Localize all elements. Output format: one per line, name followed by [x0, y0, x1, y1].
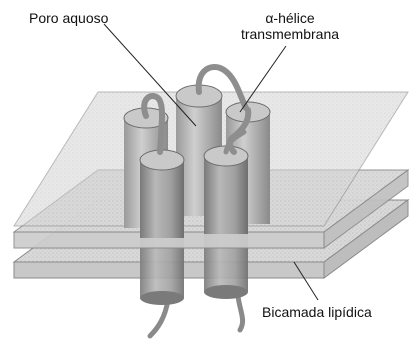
label-aqueous-pore: Poro aquoso — [29, 10, 108, 26]
label-transmembrane-helix: α-hélice transmembrana — [222, 10, 358, 42]
label-helix-line1: α-hélice — [222, 10, 358, 26]
label-helix-line2: transmembrana — [222, 26, 358, 42]
label-lipid-bilayer: Bicamada lipídica — [262, 304, 372, 320]
